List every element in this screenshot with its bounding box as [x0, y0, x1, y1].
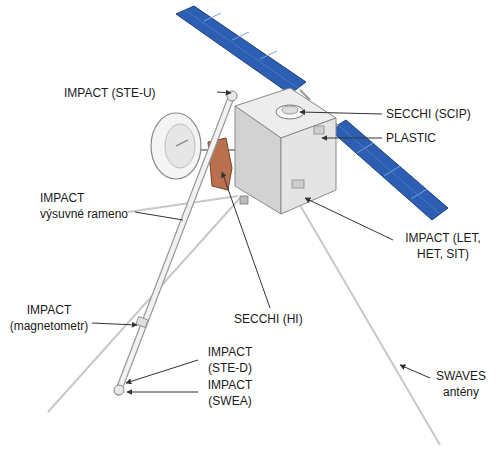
part-label: SWAVES antény — [430, 368, 492, 400]
part-label: IMPACT výsuvné rameno — [40, 190, 131, 222]
part-label: IMPACT (LET, HET, SIT) — [396, 230, 490, 262]
part-label: IMPACT (SWEA) — [199, 377, 261, 409]
part-label: SECCHI (HI) — [234, 311, 303, 327]
antenna — [128, 196, 238, 212]
solar-panel — [330, 120, 448, 220]
leader-lines — [92, 92, 430, 392]
solar-panel — [176, 6, 306, 94]
part-label: IMPACT (magnetometr) — [4, 302, 94, 334]
spacecraft-body — [235, 88, 336, 214]
part-label: PLASTIC — [386, 130, 436, 146]
part-label: SECCHI (SCIP) — [386, 106, 471, 122]
part-label: IMPACT (STE-U) — [64, 85, 156, 101]
part-label: IMPACT (STE-D) — [199, 344, 261, 376]
